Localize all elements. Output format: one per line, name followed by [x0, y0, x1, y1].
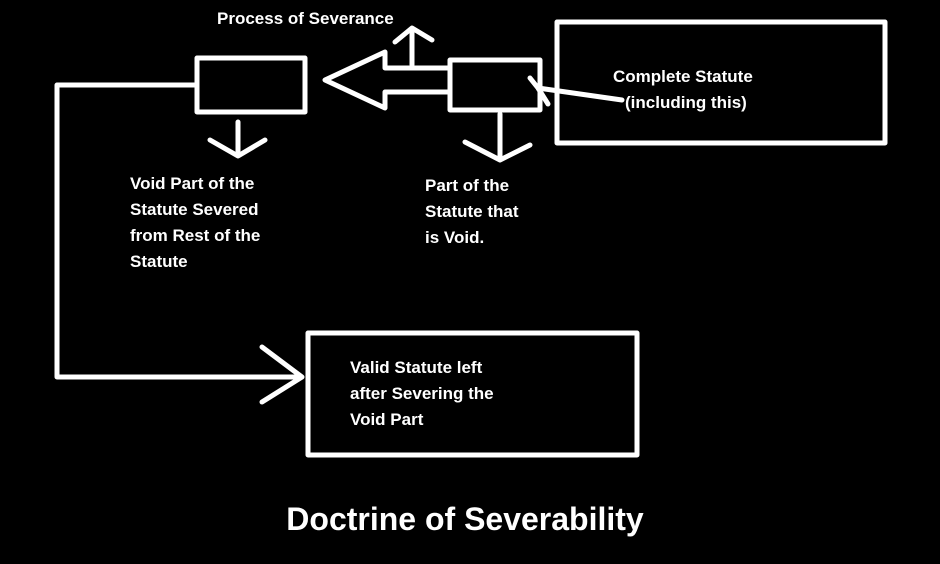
valid-statute-line: Valid Statute left: [350, 358, 483, 377]
severed-part-line: from Rest of the: [130, 226, 260, 245]
valid-statute-line: after Severing the: [350, 384, 494, 403]
complete-statute-line: Complete Statute: [613, 67, 753, 86]
complete-statute-line: (including this): [625, 93, 747, 112]
severed-part-line: Statute Severed: [130, 200, 259, 219]
up-arrow: [392, 25, 435, 68]
valid-statute-line: Void Part: [350, 410, 424, 429]
void-part-line: Statute that: [425, 202, 519, 221]
valid-statute-box: [305, 330, 640, 458]
severed-part-box: [194, 55, 308, 115]
severance-left-arrow: [322, 49, 453, 111]
void-part-line: Part of the: [425, 176, 509, 195]
void-part-line: is Void.: [425, 228, 484, 247]
complete-statute-box: [554, 19, 888, 146]
process-label: Process of Severance: [217, 9, 394, 28]
severed-part-line: Void Part of the: [130, 174, 254, 193]
connector-line: [54, 82, 303, 380]
down-arrow-left: [207, 119, 268, 159]
diagram-title: Doctrine of Severability: [286, 501, 644, 537]
pointer-line: [527, 75, 625, 107]
void-part-box: [447, 57, 543, 113]
connector-arrowhead: [259, 344, 305, 405]
down-arrow-right: [462, 111, 533, 163]
severed-part-line: Statute: [130, 252, 188, 271]
